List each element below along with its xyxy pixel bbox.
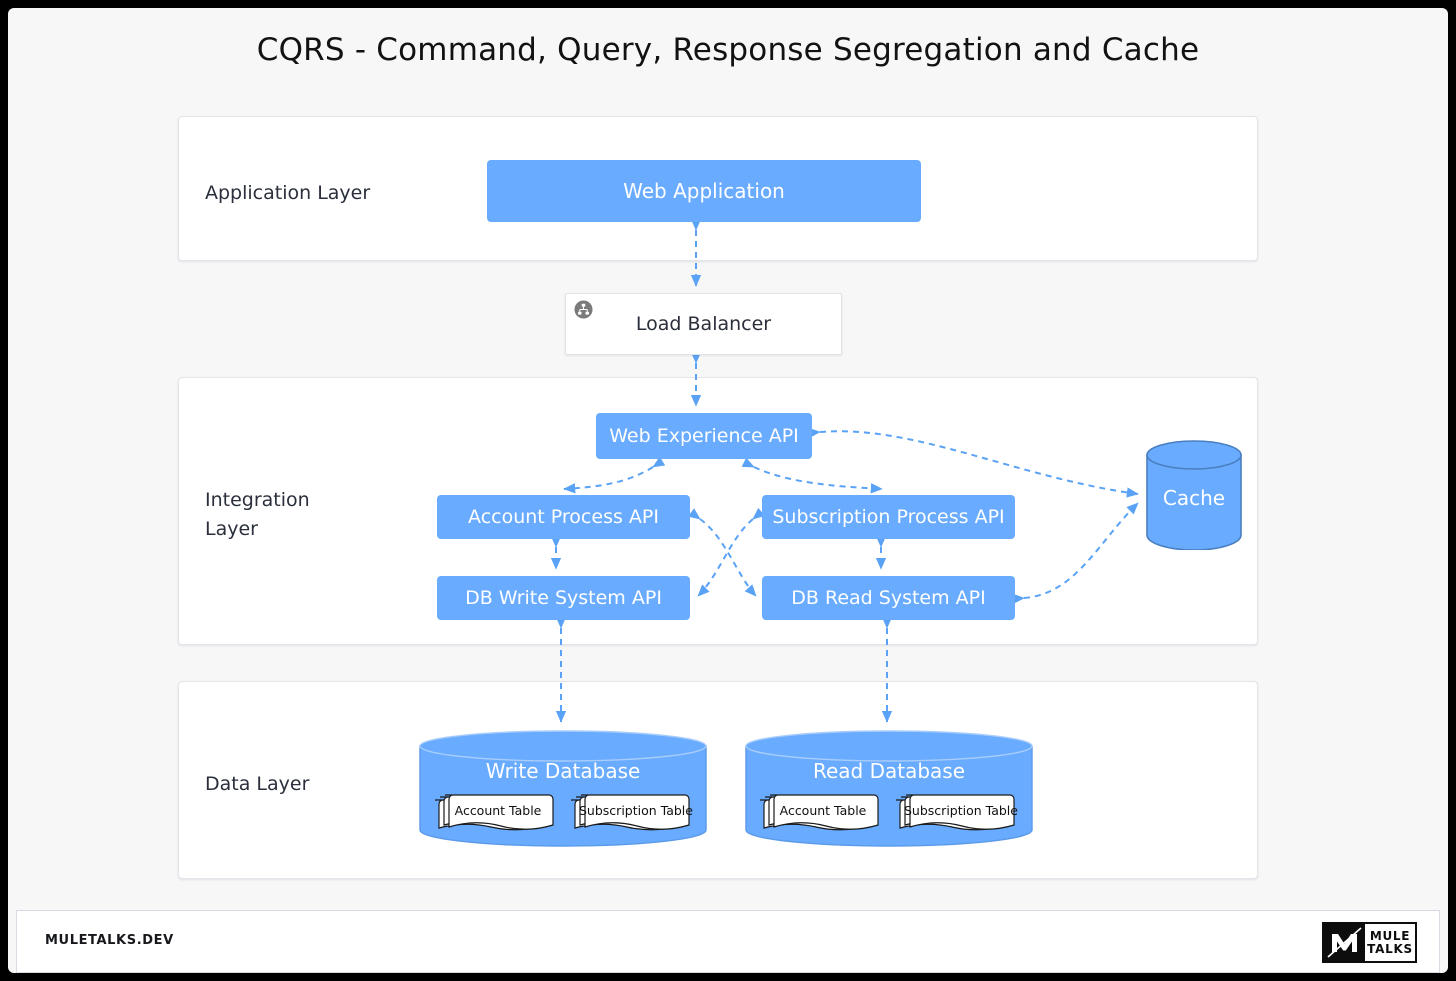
layer-label-application: Application Layer [205, 182, 371, 204]
logo-wordmark: MULE TALKS [1365, 924, 1415, 961]
node-cache[interactable]: Cache [1145, 440, 1243, 550]
logo-mark-icon [1324, 924, 1365, 961]
node-cache-label: Cache [1162, 486, 1226, 510]
table-stack-icon [571, 794, 690, 831]
logo-line-1: MULE [1369, 928, 1411, 943]
node-read-database-label: Read Database [812, 759, 966, 783]
table-stack-icon [760, 794, 879, 831]
layer-panel-data [178, 681, 1258, 879]
logo-line-2: TALKS [1367, 941, 1413, 956]
node-write-database-label: Write Database [485, 759, 641, 783]
node-load-balancer[interactable]: Load Balancer [565, 293, 842, 355]
sitemap-icon [574, 300, 593, 319]
layer-label-data: Data Layer [205, 773, 310, 795]
node-load-balancer-label: Load Balancer [635, 313, 772, 335]
table-card-account-read[interactable]: Account Table [758, 794, 882, 840]
diagram-canvas: CQRS - Command, Query, Response Segregat… [8, 8, 1448, 973]
table-stack-icon [435, 794, 554, 831]
logo-m-glyph [1327, 927, 1362, 958]
node-account-process-api[interactable]: Account Process API [437, 495, 690, 539]
table-stack-icon [896, 794, 1015, 831]
node-db-write-system-api[interactable]: DB Write System API [437, 576, 690, 620]
cache-cylinder-shape [1146, 440, 1242, 550]
node-web-application[interactable]: Web Application [487, 160, 921, 222]
node-web-experience-api[interactable]: Web Experience API [596, 413, 812, 459]
layer-label-integration: Integration Layer [205, 489, 310, 540]
muletalks-logo: MULE TALKS [1322, 922, 1417, 963]
footer-brand-text: MULETALKS.DEV [45, 933, 174, 948]
table-card-label: Account Table [454, 803, 542, 818]
node-subscription-process-api[interactable]: Subscription Process API [762, 495, 1015, 539]
table-card-subscription-write[interactable]: Subscription Table [569, 794, 693, 840]
table-card-label: Account Table [779, 803, 867, 818]
node-db-read-system-api[interactable]: DB Read System API [762, 576, 1015, 620]
table-card-label: Subscription Table [579, 803, 693, 818]
table-card-subscription-read[interactable]: Subscription Table [894, 794, 1018, 840]
footer-bar: MULETALKS.DEV MULE TALKS [16, 910, 1440, 973]
page-title: CQRS - Command, Query, Response Segregat… [256, 32, 1200, 68]
table-card-label: Subscription Table [904, 803, 1018, 818]
table-card-account-write[interactable]: Account Table [433, 794, 557, 840]
